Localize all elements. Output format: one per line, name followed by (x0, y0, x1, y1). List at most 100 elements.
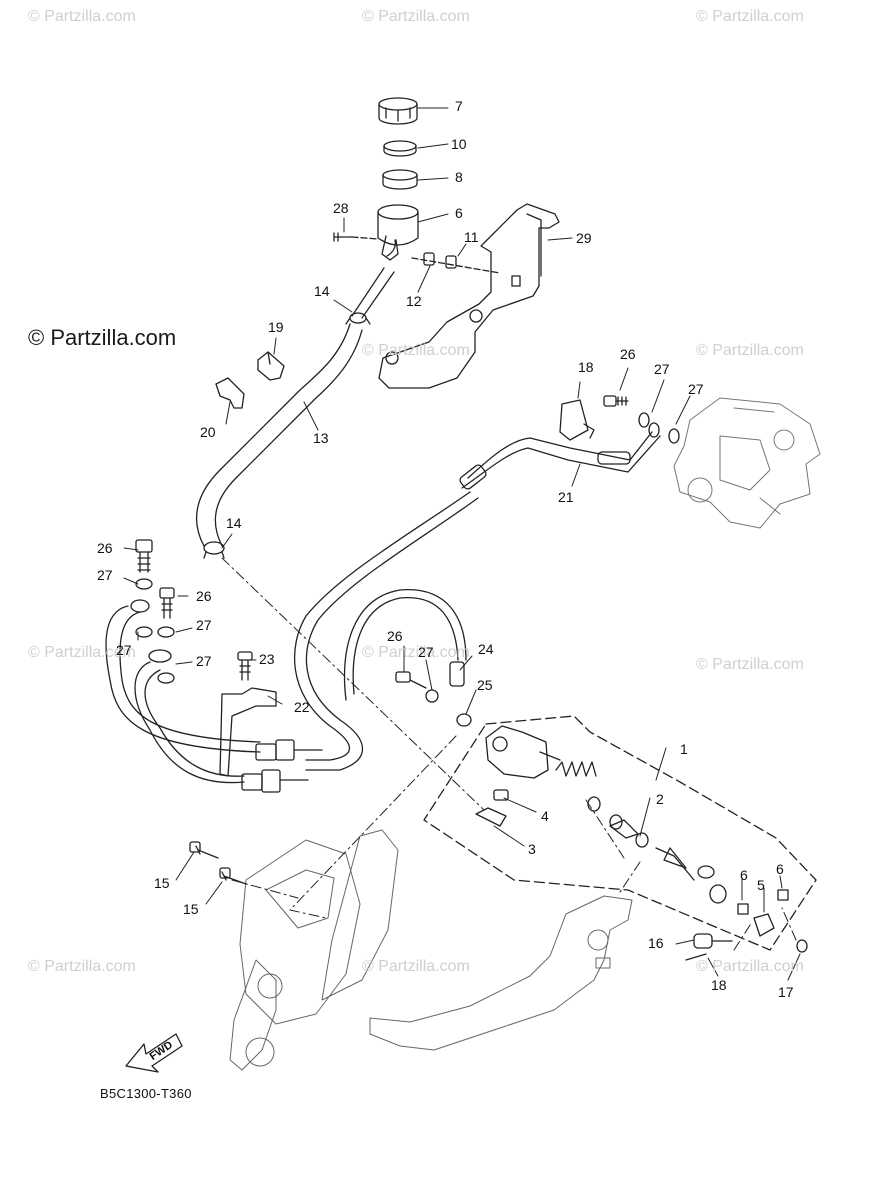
callout-27: 25 (477, 677, 493, 693)
watermark: © Partzilla.com (28, 8, 136, 25)
callout-26: 26 (196, 588, 212, 604)
gasket-27d (135, 626, 153, 638)
callout-21: 20 (200, 424, 216, 440)
callout-2: 2 (656, 791, 664, 807)
watermark: © Partzilla.com (362, 8, 470, 25)
cup-a (587, 796, 601, 812)
hydraulic-pipes (105, 605, 261, 784)
callout-27: 27 (116, 642, 132, 658)
footrest-bracket (229, 829, 399, 1071)
callout-27: 27 (97, 567, 113, 583)
callout-18: 18 (711, 977, 727, 993)
gasket-27b (668, 428, 680, 444)
bracket-23 (219, 687, 277, 777)
callout-29: 29 (576, 230, 592, 246)
push-rod (655, 847, 695, 881)
callout-5: 5 (757, 877, 765, 893)
clip-21 (215, 377, 245, 409)
cup-b (609, 814, 623, 830)
callout-3: 3 (528, 841, 536, 857)
cotter-pin-18 (685, 953, 707, 961)
diaphragm-plate (383, 140, 417, 157)
watermark: © Partzilla.com (362, 958, 470, 975)
hose-clamp-lower (203, 541, 225, 559)
gasket-27c (135, 578, 153, 590)
master-cylinder-bracket (378, 203, 560, 389)
callout-12: 12 (406, 293, 422, 309)
gasket-27g (425, 689, 439, 703)
clevis-pin-16 (693, 933, 733, 949)
callout-25: 24 (478, 641, 494, 657)
gasket-27a (648, 422, 660, 438)
callout-26: 26 (387, 628, 403, 644)
reservoir-hose (351, 267, 395, 319)
return-spring (555, 761, 597, 777)
brake-hose-22 (459, 431, 661, 490)
watermark: © Partzilla.com (28, 644, 136, 661)
callout-27: 27 (688, 381, 704, 397)
reservoir-tank (377, 204, 419, 261)
callout-28: 28 (333, 200, 349, 216)
screw-28 (333, 232, 379, 242)
brake-pedal (369, 895, 633, 1051)
fwd-arrow (125, 1033, 183, 1073)
clip-17 (796, 939, 808, 953)
callout-6: 6 (776, 861, 784, 877)
callout-27: 27 (418, 644, 434, 660)
union-bolt-26-top (603, 395, 629, 407)
nut-6a (737, 903, 749, 915)
callout-14: 14 (226, 515, 242, 531)
callout-10: 10 (451, 136, 467, 152)
gasket-27f (157, 672, 175, 684)
watermark: © Partzilla.com (28, 958, 136, 975)
watermark: © Partzilla.com (696, 342, 804, 359)
callout-22: 21 (558, 489, 574, 505)
diaphragm (382, 169, 418, 190)
callout-13: 13 (313, 430, 329, 446)
callout-26: 26 (97, 540, 113, 556)
brake-caliper (673, 397, 821, 529)
callout-1: 1 (680, 741, 688, 757)
reservoir-cap (378, 97, 418, 125)
union-bolt-26-mid (395, 671, 427, 689)
callout-8: 7 (455, 98, 463, 114)
callout-9: 8 (455, 169, 463, 185)
footrest-bolts (189, 841, 247, 885)
callout-4: 4 (541, 808, 549, 824)
gasket-27h (456, 713, 472, 727)
diagram-reference-code: B5C1300-T360 (100, 1086, 192, 1101)
hose-guide-19 (559, 399, 595, 441)
callout-15: 15 (183, 901, 199, 917)
callout-15: 15 (154, 875, 170, 891)
callout-27: 27 (654, 361, 670, 377)
callout-27: 27 (196, 617, 212, 633)
piston (609, 819, 639, 839)
hose-clamp-upper (345, 312, 371, 325)
callout-14: 14 (314, 283, 330, 299)
collar-12-11 (411, 252, 501, 274)
master-cylinder-body (485, 725, 561, 779)
callout-7: 6 (455, 205, 463, 221)
callout-23: 22 (294, 699, 310, 715)
copyright-label: © Partzilla.com (28, 325, 177, 350)
callout-17: 17 (778, 984, 794, 1000)
watermark: © Partzilla.com (362, 342, 470, 359)
callout-26: 26 (620, 346, 636, 362)
watermark: © Partzilla.com (696, 656, 804, 673)
brake-hose-25 (343, 589, 467, 701)
callout-19: 18 (578, 359, 594, 375)
union-bolt-26-left-b (159, 587, 175, 619)
callout-6: 6 (740, 867, 748, 883)
gasket-27e (157, 626, 175, 638)
pin-3-4 (475, 789, 509, 827)
bolt-24 (237, 651, 253, 681)
nut-6b (777, 889, 789, 901)
watermark: © Partzilla.com (362, 644, 470, 661)
clevis-5 (753, 913, 775, 937)
callout-20: 19 (268, 319, 284, 335)
callout-11: 11 (464, 229, 479, 245)
callout-24: 23 (259, 651, 275, 667)
pipe-joint-lower (241, 769, 309, 793)
union-bolt-26-left-a (135, 539, 153, 573)
